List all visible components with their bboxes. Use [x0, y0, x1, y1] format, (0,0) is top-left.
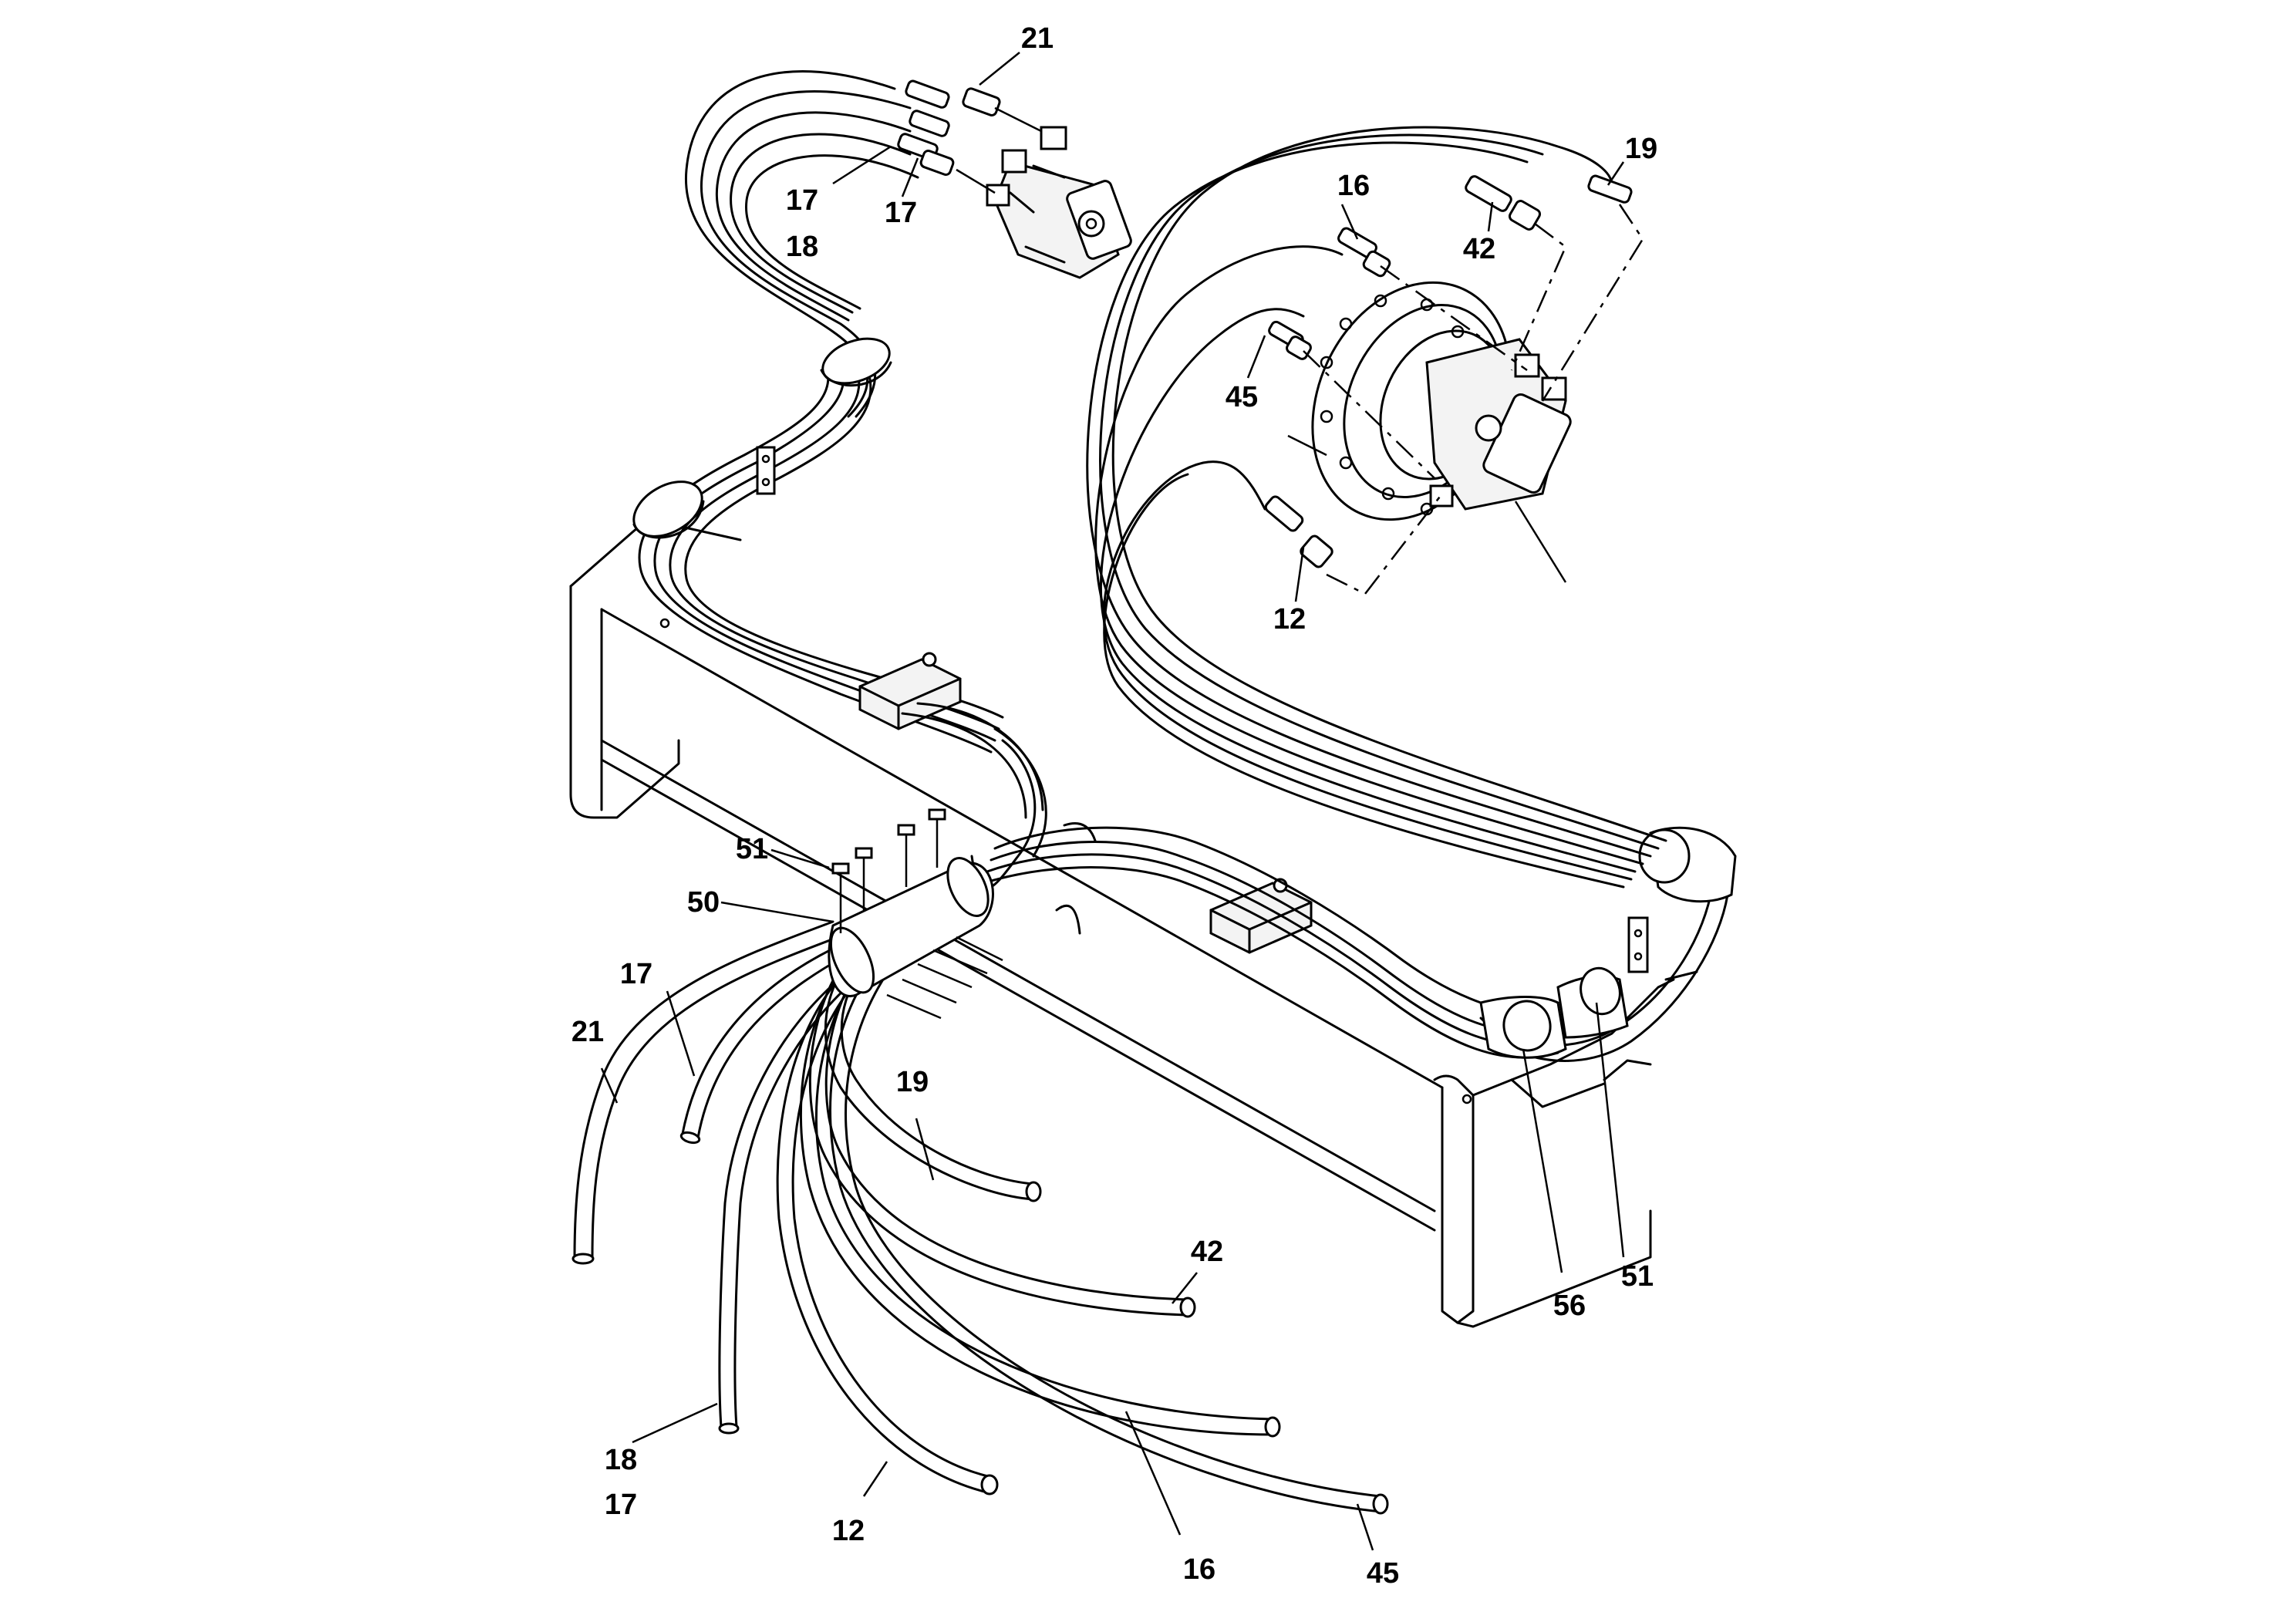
callout-21-left: 21 [571, 1016, 604, 1048]
beam-clamp-left [858, 652, 962, 730]
callout-51-left: 51 [736, 833, 768, 865]
callout-42-mid: 42 [1191, 1236, 1223, 1268]
callout-50: 50 [687, 886, 720, 919]
callout-labels: 21 17 18 17 16 42 19 45 12 51 50 17 21 1… [571, 22, 1657, 1590]
callout-17-bottom: 17 [605, 1489, 637, 1521]
callout-45-top: 45 [1226, 381, 1258, 413]
hose-loop-right [1086, 126, 1667, 889]
callout-17-left: 17 [620, 958, 652, 990]
callout-21-top: 21 [1021, 22, 1054, 55]
callout-18-bottom: 18 [605, 1444, 637, 1476]
callout-17-top-b: 17 [885, 197, 917, 229]
fittings-top-right [1264, 174, 1633, 568]
protective-sleeve-50 [828, 857, 994, 997]
callout-19-top: 19 [1625, 133, 1657, 165]
callout-45-bottom: 45 [1367, 1557, 1399, 1590]
pump-top-left [986, 126, 1132, 279]
clamp-sleeve-upper-left [632, 337, 892, 539]
hose-bundle-main [901, 702, 1559, 1059]
callout-42-top: 42 [1463, 233, 1495, 265]
callout-56: 56 [1553, 1290, 1586, 1322]
callout-19-mid: 19 [896, 1066, 929, 1098]
leader-lines [600, 52, 1625, 1551]
callout-51-right: 51 [1621, 1260, 1654, 1293]
callout-16-top: 16 [1337, 170, 1370, 202]
assembly-lines [1303, 204, 1644, 595]
screws-51 [831, 808, 1003, 1020]
fittings-top-left [897, 79, 1042, 194]
bracket-right [1627, 916, 1649, 973]
callout-12-top: 12 [1273, 603, 1306, 636]
drive-motor-hub [1287, 281, 1572, 583]
hose-ends-free [571, 920, 1389, 1515]
bracket-upper [756, 446, 776, 495]
callout-17-top-a: 17 [786, 184, 818, 217]
callout-16-bottom: 16 [1183, 1553, 1215, 1586]
sleeve-right-end [1479, 826, 1737, 1062]
callout-18-top: 18 [786, 231, 818, 263]
callout-12-bottom: 12 [832, 1515, 865, 1547]
